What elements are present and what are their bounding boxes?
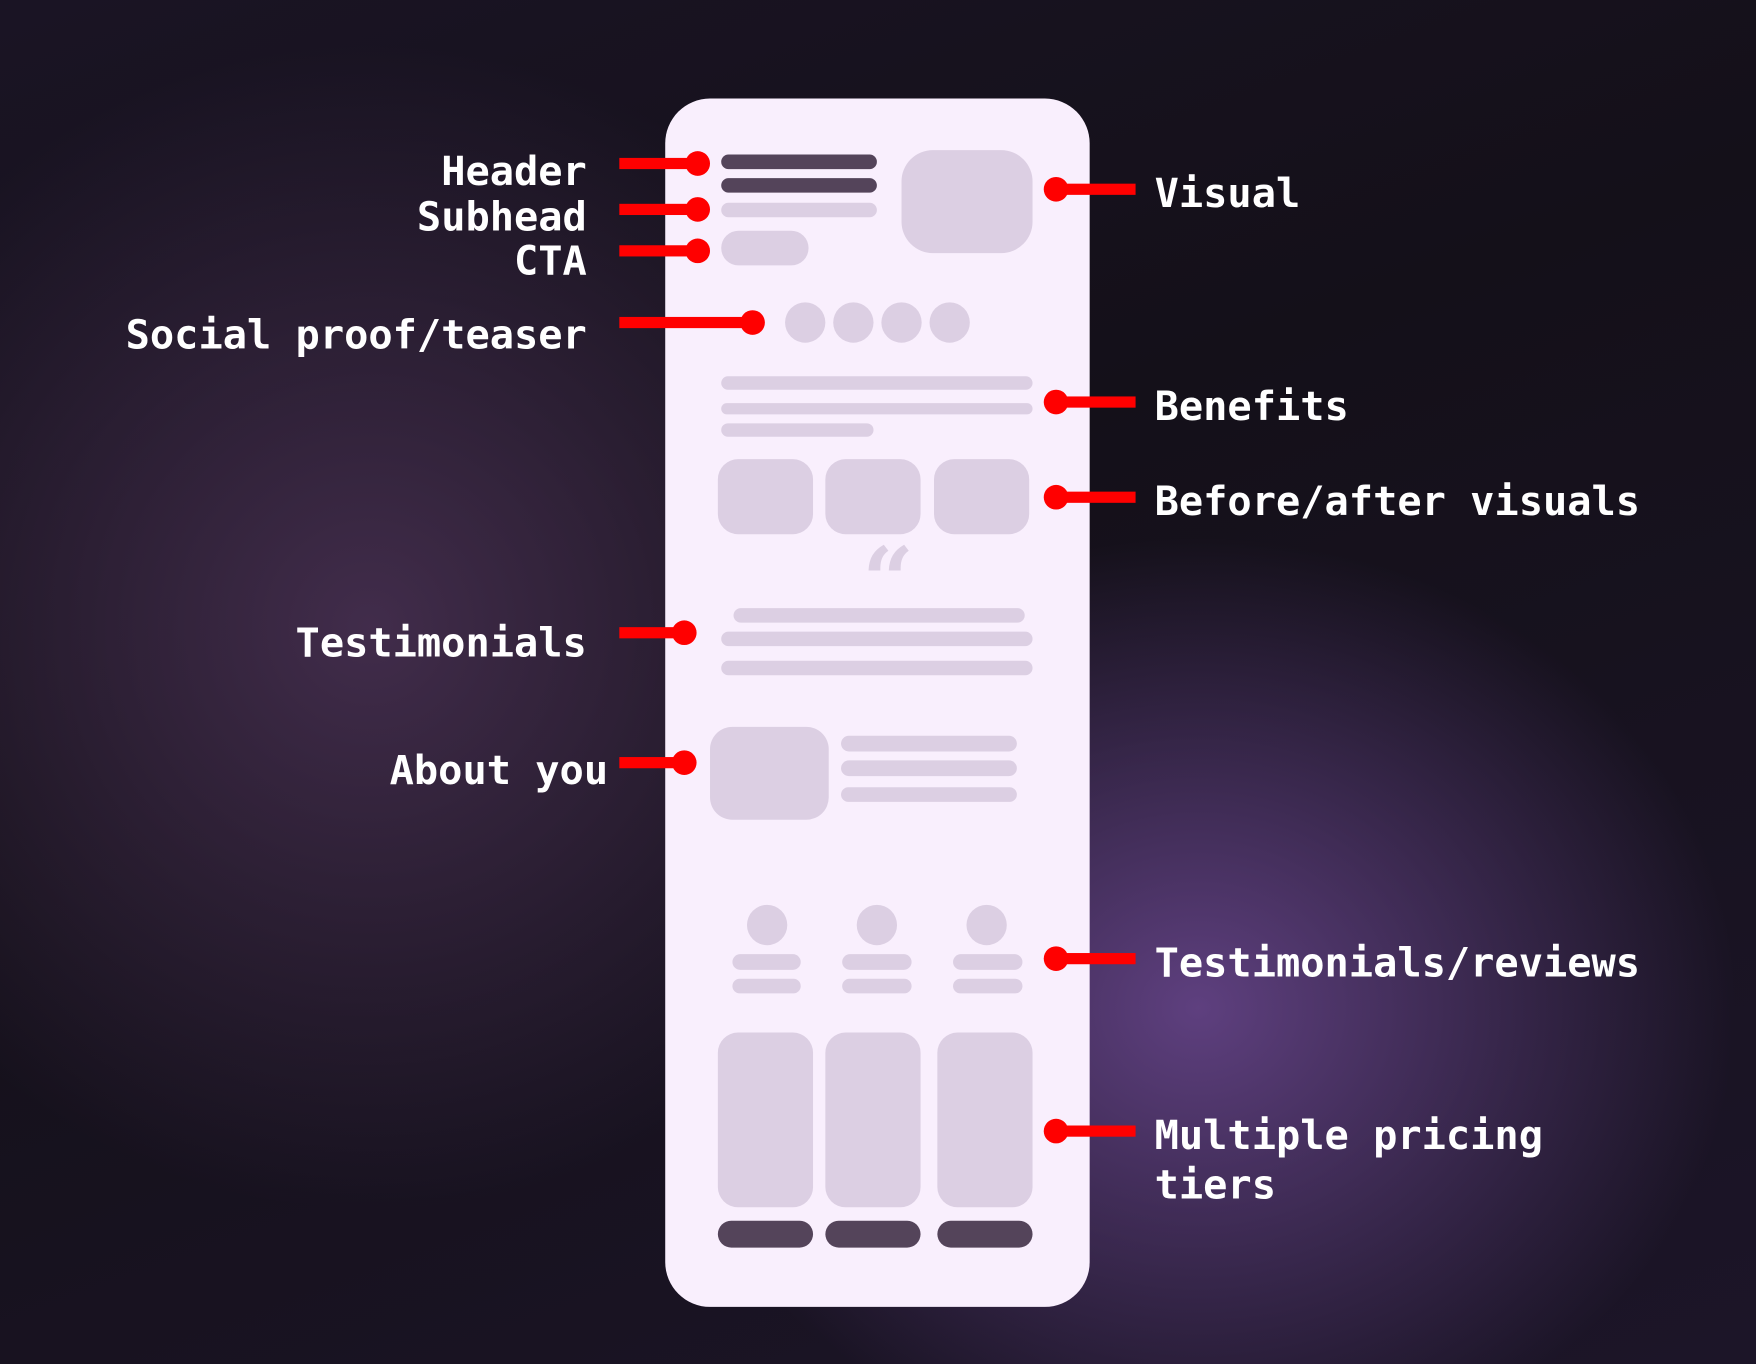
pricing-tier-card — [937, 1032, 1033, 1208]
pricing-button-placeholder — [825, 1220, 921, 1248]
cta-connector — [619, 245, 698, 257]
pricing-connector — [1056, 1125, 1136, 1137]
reviewer-avatar — [966, 904, 1007, 946]
before-after-visual — [825, 459, 921, 535]
social-proof-logo — [929, 302, 970, 343]
review-line — [842, 978, 912, 994]
social-proof-connector — [619, 316, 753, 329]
before-after-connector-dot — [1043, 484, 1069, 510]
before-after-label: Before/after visuals — [1154, 479, 1641, 526]
before-after-visual — [717, 459, 814, 535]
pricing-label-line-2: tiers — [1154, 1162, 1276, 1209]
pricing-connector-dot — [1043, 1118, 1069, 1144]
benefits-line — [721, 376, 1033, 390]
pricing-label-line-1: Multiple pricing — [1154, 1113, 1543, 1160]
testimonials-connector — [619, 627, 685, 639]
pricing-button-placeholder — [717, 1220, 814, 1248]
review-line — [732, 954, 801, 970]
before-after-visual — [933, 459, 1030, 535]
subhead-label: Subhead — [416, 194, 587, 241]
social-proof-connector-dot — [740, 310, 765, 335]
benefits-line — [721, 423, 874, 437]
cta-label: CTA — [513, 238, 587, 285]
visual-placeholder — [901, 150, 1033, 254]
pricing-tier-card — [717, 1032, 814, 1208]
social-proof-label: Social proof/teaser — [125, 312, 587, 359]
reviews-connector — [1056, 953, 1136, 965]
about-line — [841, 787, 1017, 802]
header-placeholder — [721, 154, 877, 170]
about-photo-placeholder — [710, 726, 829, 820]
about-connector-dot — [671, 750, 697, 775]
benefits-line — [721, 403, 1033, 415]
before-after-connector — [1056, 491, 1136, 503]
testimonial-line — [733, 608, 1025, 623]
header-label: Header — [441, 148, 587, 195]
review-line — [732, 978, 801, 994]
cta-connector-dot — [685, 238, 711, 264]
subhead-connector-dot — [685, 197, 711, 222]
about-you-label: About you — [389, 748, 609, 795]
about-connector — [619, 757, 685, 769]
cta-placeholder — [721, 230, 809, 266]
visual-label: Visual — [1154, 171, 1301, 218]
review-line — [953, 978, 1023, 994]
header-placeholder-line-2 — [721, 178, 877, 193]
reviewer-avatar — [746, 904, 788, 946]
testimonials-label: Testimonials — [295, 620, 587, 667]
pricing-button-placeholder — [937, 1220, 1033, 1248]
testimonial-line — [721, 631, 1033, 647]
pricing-tier-card — [825, 1032, 921, 1208]
reviewer-avatar — [856, 904, 898, 946]
about-line — [841, 760, 1017, 777]
social-proof-logo — [785, 302, 826, 343]
testimonials-connector-dot — [671, 620, 697, 646]
header-connector — [619, 157, 698, 170]
subhead-connector — [619, 203, 698, 216]
visual-connector — [1056, 183, 1136, 195]
reviews-connector-dot — [1043, 946, 1069, 971]
social-proof-logo — [881, 302, 922, 343]
header-connector-dot — [685, 151, 711, 176]
social-proof-logo — [833, 302, 874, 343]
testimonials-reviews-label: Testimonials/reviews — [1154, 940, 1641, 987]
review-line — [953, 954, 1023, 970]
testimonial-line — [721, 660, 1033, 676]
about-line — [841, 735, 1017, 752]
benefits-connector-dot — [1043, 389, 1069, 415]
benefits-connector — [1056, 396, 1136, 408]
benefits-label: Benefits — [1154, 384, 1349, 431]
visual-connector-dot — [1043, 176, 1069, 202]
subhead-placeholder — [721, 202, 877, 218]
review-line — [842, 954, 912, 970]
